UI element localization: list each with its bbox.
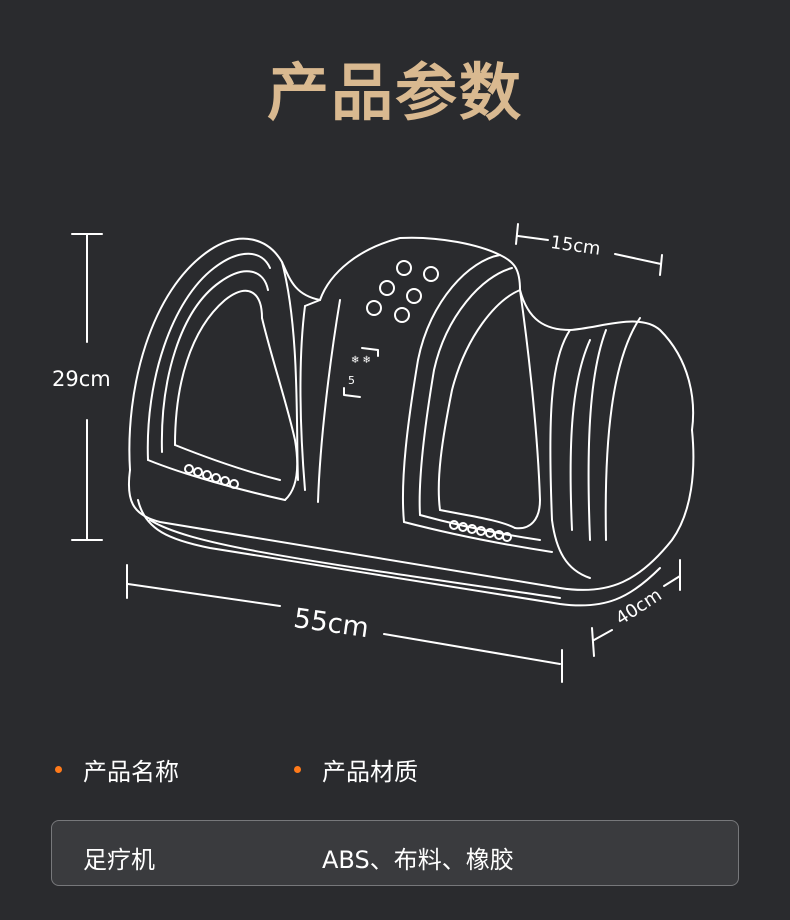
foot-massager-illustration: ❄ ❄ 5 xyxy=(71,223,695,683)
top-depth-dimension-line xyxy=(515,223,663,276)
height-dimension-label: 29cm xyxy=(52,367,111,391)
spec-value-name: 足疗机 xyxy=(83,846,155,874)
spec-heading-name-label: 产品名称 xyxy=(83,758,179,786)
left-dot-row xyxy=(184,464,239,489)
depth-dimension-line xyxy=(591,559,681,657)
bullet-icon xyxy=(55,766,62,773)
left-foot-chamber xyxy=(128,237,321,501)
svg-text:5: 5 xyxy=(348,374,355,387)
spec-heading-material-label: 产品材质 xyxy=(322,758,418,786)
bullet-icon xyxy=(294,766,301,773)
spec-values-box: 足疗机 ABS、布料、橡胶 xyxy=(51,820,739,886)
height-dimension-line xyxy=(71,233,103,541)
spec-heading-name: 产品名称 xyxy=(55,752,179,787)
device-base xyxy=(127,429,695,607)
svg-text:❄ ❄: ❄ ❄ xyxy=(351,355,371,366)
spec-heading-material: 产品材质 xyxy=(294,752,418,787)
right-dot-row xyxy=(449,520,512,542)
control-panel: ❄ ❄ 5 xyxy=(304,236,521,503)
width-dimension-line xyxy=(126,564,563,683)
right-foot-chamber xyxy=(401,254,695,579)
specs-header: 产品名称 产品材质 xyxy=(0,752,790,792)
product-dimension-diagram: ❄ ❄ 5 xyxy=(52,223,695,683)
page-title: 产品参数 xyxy=(266,56,523,129)
spec-value-material: ABS、布料、橡胶 xyxy=(322,846,514,874)
